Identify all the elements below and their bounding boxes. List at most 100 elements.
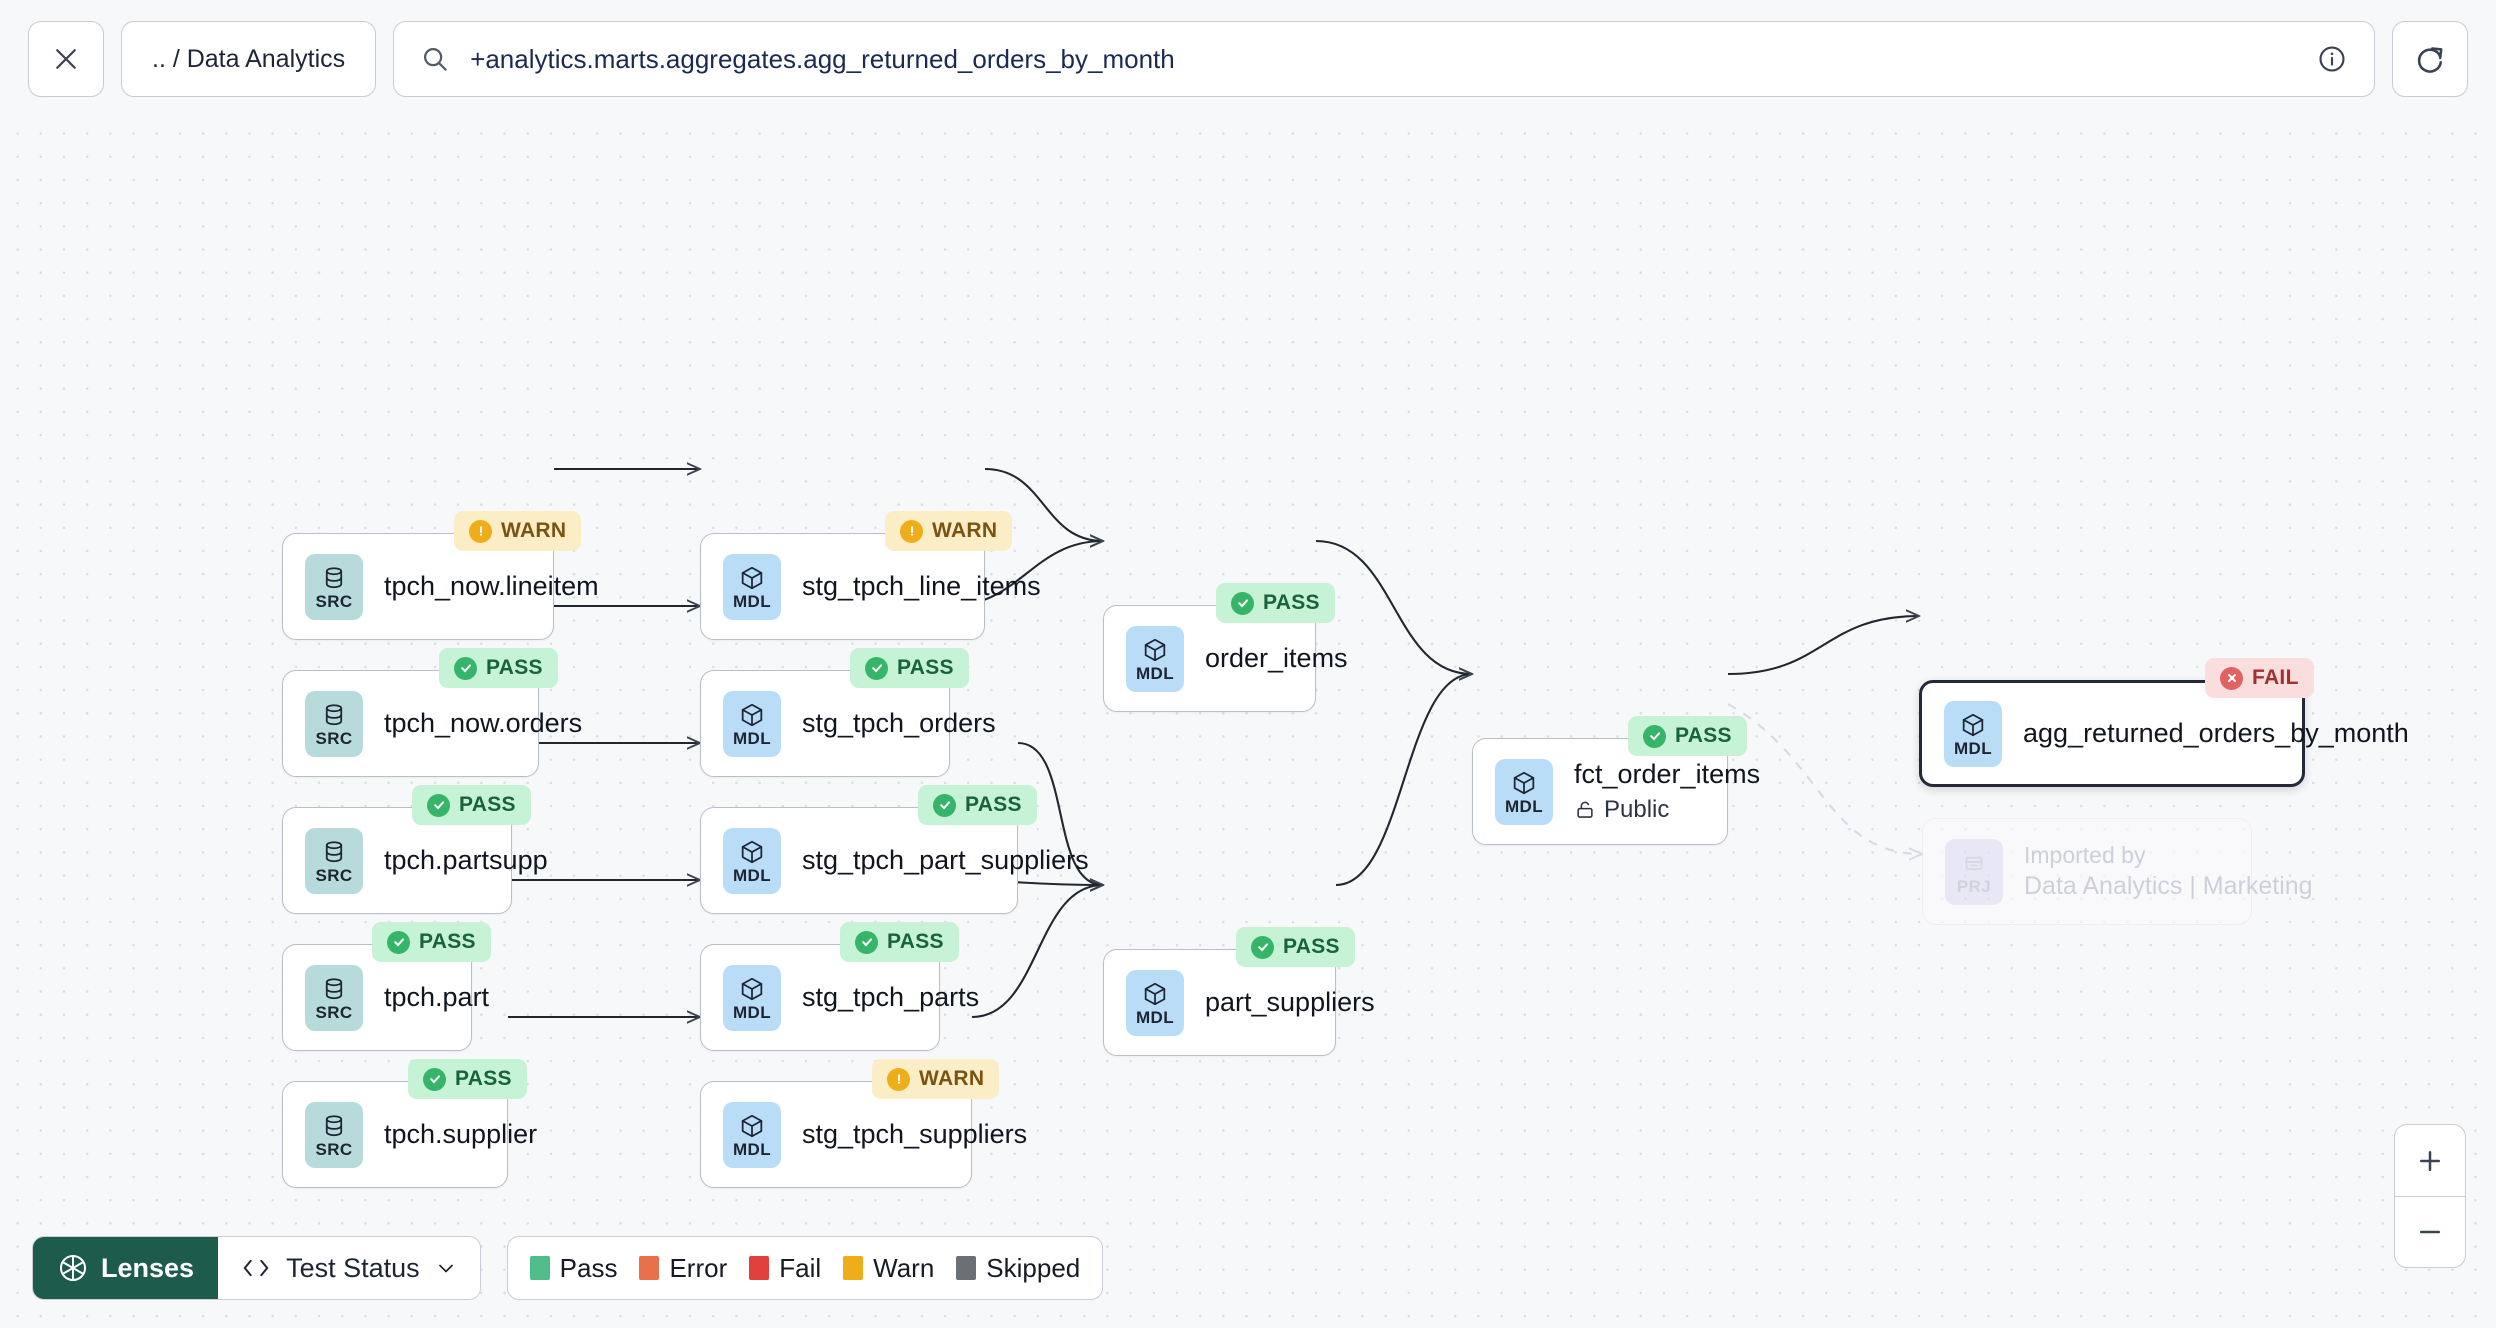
status-badge-stg_tpch_parts[interactable]: PASS	[840, 922, 959, 962]
refresh-button[interactable]	[2392, 21, 2468, 97]
info-icon[interactable]	[2316, 43, 2348, 75]
node-type-chip-mdl: MDL	[1495, 758, 1553, 825]
node-text: part_suppliers	[1205, 987, 1375, 1018]
node-type-label: MDL	[732, 1139, 772, 1159]
node-type-label: SRC	[315, 591, 353, 611]
node-text: tpch_now.orders	[384, 707, 583, 739]
graph-node-order_items[interactable]: MDL order_items	[1103, 605, 1348, 712]
node-text: stg_tpch_orders	[802, 708, 996, 739]
node-type-chip-mdl: MDL	[723, 827, 781, 894]
status-badge-part_suppliers[interactable]: PASS	[1236, 927, 1355, 967]
status-legend: Pass Error Fail Warn Skipped	[506, 1236, 1104, 1300]
badge-pass-icon	[933, 793, 956, 817]
test-status-dropdown[interactable]: Test Status	[218, 1237, 480, 1299]
node-type-chip-src: SRC	[305, 553, 363, 620]
node-type-chip-mdl: MDL	[723, 964, 781, 1031]
status-badge-agg_returned_orders_by_month[interactable]: FAIL	[2205, 658, 2314, 698]
lenses-button[interactable]: Lenses	[33, 1237, 219, 1299]
badge-pass-icon	[1231, 591, 1254, 615]
breadcrumb[interactable]: .. / Data Analytics	[121, 21, 377, 97]
node-title: tpch_now.orders	[384, 707, 583, 738]
node-title: tpch.supplier	[384, 1118, 538, 1149]
node-type-chip-mdl: MDL	[1126, 969, 1184, 1036]
node-text: stg_tpch_suppliers	[802, 1119, 1027, 1150]
legend-item-pass[interactable]: Pass	[529, 1253, 617, 1284]
zoom-out-button[interactable]	[2395, 1196, 2465, 1267]
status-badge-tpch_supplier[interactable]: PASS	[408, 1059, 527, 1099]
badge-pass-icon	[427, 793, 450, 817]
node-text: stg_tpch_part_suppliers	[802, 845, 1089, 876]
badge-pass-icon	[1643, 724, 1666, 748]
badge-pass-icon	[387, 930, 410, 954]
badge-pass-icon	[423, 1067, 446, 1091]
node-type-label: MDL	[732, 865, 772, 885]
graph-node-part_suppliers[interactable]: MDL part_suppliers	[1103, 949, 1375, 1056]
node-type-label: SRC	[315, 728, 353, 748]
node-type-label: MDL	[1504, 796, 1544, 816]
legend-item-fail[interactable]: Fail	[749, 1253, 821, 1284]
status-badge-stg_tpch_part_suppliers[interactable]: PASS	[918, 785, 1037, 825]
status-badge-label: PASS	[1675, 724, 1732, 747]
badge-pass-icon	[865, 656, 888, 680]
status-badge-label: WARN	[932, 519, 998, 542]
cube-icon	[741, 1114, 763, 1137]
status-badge-label: PASS	[965, 793, 1022, 816]
status-badge-label: PASS	[459, 793, 516, 816]
node-subtitle: Data Analytics | Marketing	[2024, 872, 2313, 901]
badge-warn-icon	[469, 519, 492, 543]
node-type-label: MDL	[732, 728, 772, 748]
top-toolbar: .. / Data Analytics +analytics.marts.agg…	[0, 0, 2496, 118]
database-icon	[325, 566, 343, 588]
node-text: tpch.partsupp	[384, 845, 548, 876]
node-text: stg_tpch_line_items	[802, 571, 1041, 602]
legend-item-error[interactable]: Error	[639, 1253, 727, 1284]
node-title: order_items	[1205, 642, 1348, 673]
node-type-label: MDL	[1135, 663, 1175, 683]
status-badge-stg_tpch_suppliers[interactable]: WARN	[872, 1059, 1000, 1099]
node-title: Imported by	[2024, 841, 2146, 868]
status-badge-tpch_now_orders[interactable]: PASS	[439, 648, 558, 688]
node-title: fct_order_items	[1574, 758, 1761, 789]
status-badge-label: PASS	[419, 930, 476, 953]
badge-warn-icon	[900, 519, 923, 543]
legend-item-skipped[interactable]: Skipped	[956, 1253, 1080, 1284]
test-status-label: Test Status	[286, 1252, 420, 1283]
graph-node-stg_tpch_part_suppliers[interactable]: MDL stg_tpch_part_suppliers	[700, 807, 1089, 914]
legend-item-warn[interactable]: Warn	[843, 1253, 934, 1284]
node-text: order_items	[1205, 642, 1348, 674]
node-type-label: MDL	[1135, 1007, 1175, 1027]
breadcrumb-label: .. / Data Analytics	[152, 44, 346, 73]
status-badge-tpch_now_lineitem[interactable]: WARN	[454, 511, 582, 551]
status-badge-stg_tpch_line_items[interactable]: WARN	[885, 511, 1013, 551]
database-icon	[325, 1114, 343, 1136]
node-type-chip-mdl: MDL	[723, 1101, 781, 1168]
cube-icon	[741, 977, 763, 1000]
status-badge-stg_tpch_orders[interactable]: PASS	[850, 648, 969, 688]
node-subtitle-label: Public	[1604, 796, 1670, 824]
status-badge-label: PASS	[1283, 935, 1340, 958]
status-badge-tpch_partsupp[interactable]: PASS	[412, 785, 531, 825]
close-icon	[56, 49, 76, 69]
badge-warn-icon	[887, 1067, 910, 1091]
legend-label: Warn	[873, 1252, 935, 1283]
minus-icon	[2420, 1230, 2440, 1234]
status-badge-fct_order_items[interactable]: PASS	[1628, 716, 1747, 756]
cube-icon	[741, 566, 763, 589]
search-input[interactable]: +analytics.marts.aggregates.agg_returned…	[393, 21, 2375, 97]
status-badge-tpch_part[interactable]: PASS	[372, 922, 491, 962]
node-type-chip-mdl: MDL	[723, 553, 781, 620]
status-badge-order_items[interactable]: PASS	[1216, 583, 1335, 623]
zoom-in-button[interactable]	[2395, 1125, 2465, 1196]
refresh-icon	[2417, 47, 2443, 73]
legend-swatch	[956, 1256, 977, 1280]
legend-swatch	[843, 1256, 864, 1280]
cube-icon	[1144, 982, 1166, 1005]
close-button[interactable]	[28, 21, 104, 97]
